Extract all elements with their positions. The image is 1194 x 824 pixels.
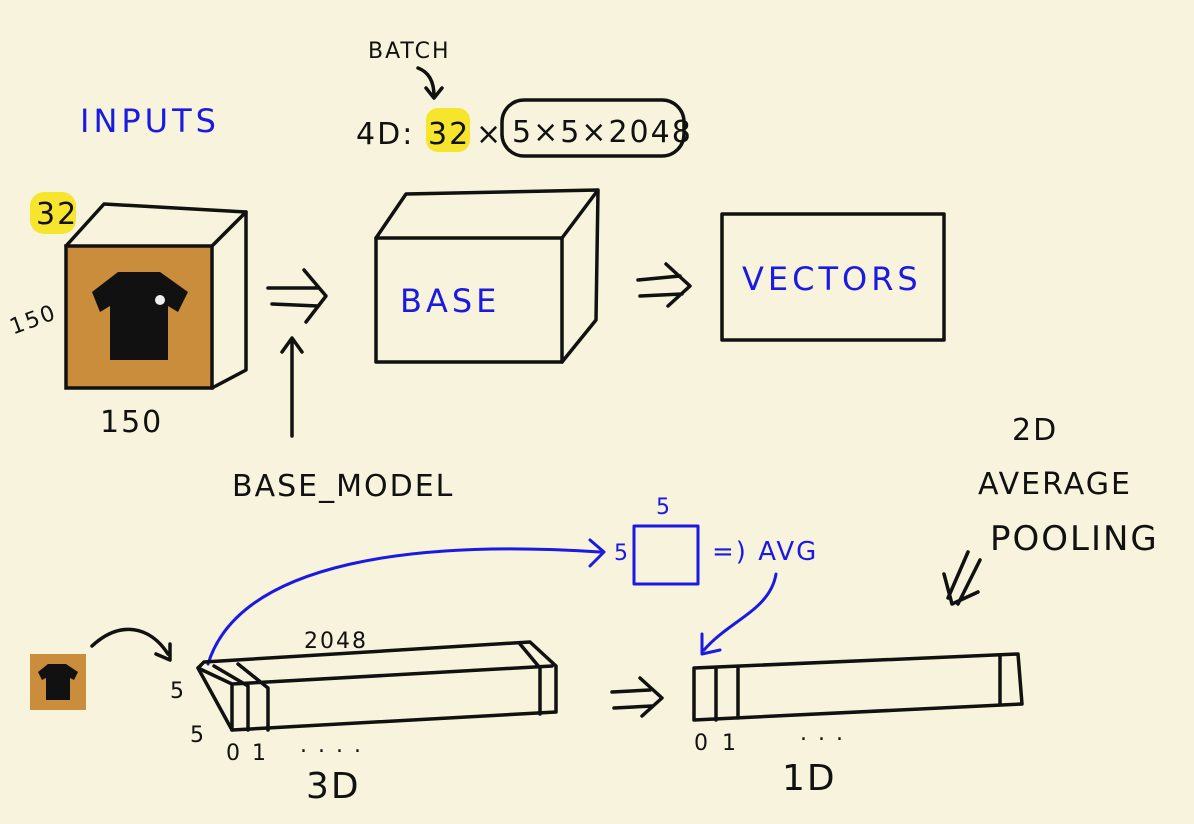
tshirt-image: [64, 244, 214, 390]
bar-depth-label: 2048: [304, 629, 368, 654]
pooling-down-arrow: [942, 550, 982, 606]
input-batch-highlight: [30, 192, 76, 234]
vector-index-0: 0: [694, 731, 710, 756]
vectors-box: [720, 212, 946, 342]
inputs-label: INPUTS: [80, 102, 220, 140]
label-1d: 1D: [782, 758, 837, 799]
tshirt-thumbnail: [30, 654, 86, 710]
patch-top-label: 5: [656, 495, 670, 520]
pooling-title-pooling: POOLING: [990, 519, 1159, 559]
bar-bottom-label: 5: [190, 723, 206, 748]
feature-shape: 5×5×2048: [512, 115, 693, 150]
batch-arrow: [416, 66, 444, 100]
vector-dots: . . .: [800, 721, 845, 746]
vectors-label: VECTORS: [742, 260, 922, 298]
input-width: 150: [100, 405, 163, 440]
batch-label: BATCH: [368, 39, 451, 64]
avg-label: =) AVG: [712, 537, 818, 567]
vector-1d-outline: [692, 652, 1024, 722]
input-to-base-arrow: [266, 268, 328, 324]
avg-to-vector-arrow: [700, 572, 778, 656]
patch-left-label: 5: [614, 541, 628, 566]
base-model-label: BASE_MODEL: [232, 469, 454, 504]
base-cube-side: [374, 188, 600, 364]
pooling-title-2d: 2D: [1012, 413, 1058, 448]
feature-shape-outline: [500, 98, 686, 158]
bar-index-0: 0: [226, 741, 242, 766]
input-height: 150: [7, 300, 61, 340]
times-sign: ×: [476, 117, 503, 152]
bar-dots: . . . .: [300, 733, 363, 758]
bar-index-1: 1: [252, 741, 268, 766]
label-3d: 3D: [306, 766, 361, 807]
bar-3d-slices: [196, 642, 554, 732]
bar-side-label: 5: [170, 679, 186, 704]
base-to-vectors-arrow: [636, 262, 692, 308]
batch-size: 32: [428, 117, 470, 152]
bar-to-vector-arrow: [610, 676, 664, 718]
vector-1d-slices: [714, 654, 1002, 722]
input-cube-edge: [210, 210, 248, 248]
input-batch: 32: [36, 197, 78, 232]
batch-highlight: [426, 108, 470, 152]
vector-index-1: 1: [722, 731, 738, 756]
dims-prefix: 4D:: [356, 117, 414, 152]
thumbnail-arrow: [90, 627, 172, 662]
patch-box: [632, 524, 700, 586]
slice-to-patch-arrow: [206, 538, 606, 666]
base-model-arrow: [280, 336, 304, 438]
bar-3d-outline: [196, 640, 558, 732]
base-label: BASE: [400, 282, 500, 320]
pooling-title-average: AVERAGE: [978, 467, 1132, 502]
